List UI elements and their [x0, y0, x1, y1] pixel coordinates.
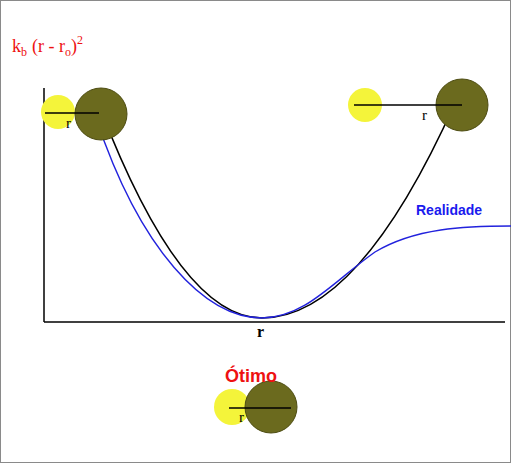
formula-part: 2 — [77, 33, 83, 47]
real-curve — [96, 118, 511, 318]
y-axis — [43, 88, 45, 322]
formula-part: (r - r — [32, 36, 65, 56]
harmonic-curve — [100, 103, 455, 318]
formula-part: o — [65, 45, 71, 59]
optimum-label: Ótimo — [225, 367, 277, 385]
x-axis — [44, 321, 505, 323]
large-atom — [245, 381, 297, 433]
formula: kb (r - ro)2 — [12, 34, 83, 58]
bond-line — [354, 104, 462, 105]
bond-line — [45, 112, 99, 113]
formula-part: k — [12, 36, 21, 56]
curve-label: Realidade — [416, 203, 482, 217]
distance-label: r — [239, 410, 244, 425]
bond-line — [229, 407, 291, 408]
formula-part: b — [21, 45, 27, 59]
formula-part: ) — [71, 36, 77, 56]
large-atom — [75, 88, 127, 140]
axis-label: r — [257, 324, 264, 340]
distance-label: r — [422, 108, 427, 123]
distance-label: r — [66, 116, 71, 131]
